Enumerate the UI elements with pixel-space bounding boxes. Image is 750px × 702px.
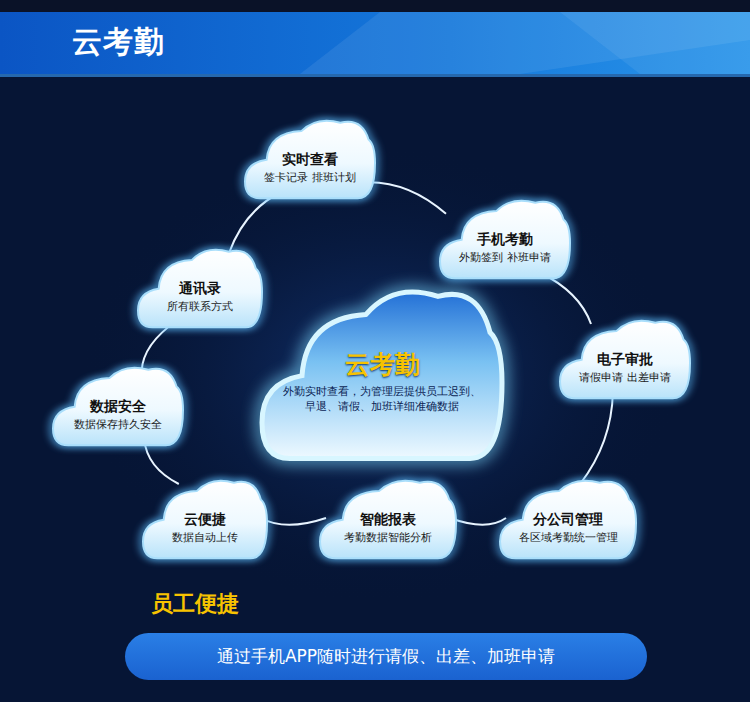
cloud-outline	[143, 481, 267, 559]
feature-cloud: 电子审批请假申请 出差申请	[560, 316, 690, 400]
cloud-glow	[245, 121, 375, 199]
cloud-outline	[320, 481, 456, 559]
node-body: 签卡记录 排班计划	[245, 170, 375, 185]
cloud-outline	[440, 201, 570, 279]
cloud-glow	[138, 250, 262, 328]
node-heading: 电子审批	[560, 350, 690, 368]
node-heading: 实时查看	[245, 150, 375, 168]
cloud-glow	[143, 481, 267, 559]
feature-cloud: 云便捷数据自动上传	[143, 476, 267, 560]
node-heading: 员工便捷	[151, 590, 239, 618]
node-heading: 云考勤	[262, 350, 502, 380]
node-heading: 分公司管理	[500, 510, 636, 528]
feature-band: 员工便捷通过手机APP随时进行请假、出差、加班申请	[125, 633, 647, 680]
cloud-glow	[262, 292, 502, 458]
node-body: 各区域考勤统一管理	[500, 530, 636, 545]
cloud-glow	[53, 368, 183, 446]
node-body: 外勤签到 补班申请	[440, 250, 570, 265]
node-body: 外勤实时查看，为管理层提供员工迟到、早退、请假、加班详细准确数据	[280, 384, 485, 414]
feature-cloud: 实时查看签卡记录 排班计划	[245, 116, 375, 200]
cloud-outline	[262, 292, 502, 458]
node-body: 考勤数据智能分析	[320, 530, 456, 545]
center-cloud: 云考勤外勤实时查看，为管理层提供员工迟到、早退、请假、加班详细准确数据	[262, 282, 502, 462]
cloud-outline	[500, 481, 636, 559]
node-body: 数据自动上传	[143, 530, 267, 545]
node-body: 所有联系方式	[138, 299, 262, 314]
node-heading: 智能报表	[320, 510, 456, 528]
ring-connector	[369, 182, 446, 214]
node-heading: 手机考勤	[440, 230, 570, 248]
feature-cloud: 手机考勤外勤签到 补班申请	[440, 196, 570, 280]
cloud-outline	[245, 121, 375, 199]
feature-cloud: 通讯录所有联系方式	[138, 245, 262, 329]
node-heading: 数据安全	[53, 397, 183, 415]
ring-connector	[580, 392, 613, 484]
cloud-outline	[138, 250, 262, 328]
node-body: 数据保存持久安全	[53, 417, 183, 432]
node-heading: 通讯录	[138, 279, 262, 297]
cloud-glow	[560, 321, 690, 399]
cloud-outline	[53, 368, 183, 446]
feature-cloud: 分公司管理各区域考勤统一管理	[500, 476, 636, 560]
node-body: 请假申请 出差申请	[560, 370, 690, 385]
cloud-glow	[320, 481, 456, 559]
feature-cloud: 数据安全数据保存持久安全	[53, 363, 183, 447]
banner-title: 云考勤	[72, 22, 165, 63]
cloud-glow	[440, 201, 570, 279]
cloud-glow	[500, 481, 636, 559]
node-heading: 云便捷	[143, 510, 267, 528]
feature-cloud: 智能报表考勤数据智能分析	[320, 476, 456, 560]
cloud-outline	[560, 321, 690, 399]
ring-connector	[261, 518, 326, 525]
node-body: 通过手机APP随时进行请假、出差、加班申请	[125, 633, 647, 680]
